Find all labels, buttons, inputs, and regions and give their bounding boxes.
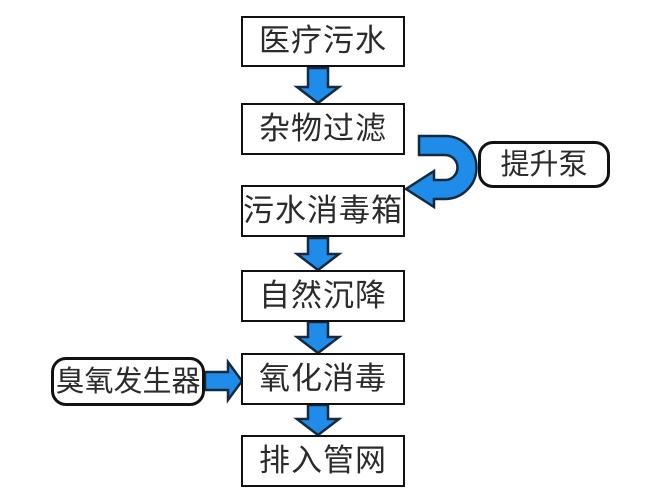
flow-node-label: 污水消毒箱 xyxy=(243,192,403,229)
flow-node-natural-settling: 自然沉降 xyxy=(241,270,405,322)
flow-node-oxidation-disinfect: 氧化消毒 xyxy=(241,353,405,405)
flow-node-label: 排入管网 xyxy=(259,442,387,479)
down-arrow-icon-2 xyxy=(293,236,343,272)
flow-node-label: 臭氧发生器 xyxy=(55,364,201,398)
flow-node-lift-pump: 提升泵 xyxy=(478,141,610,188)
flow-node-label: 氧化消毒 xyxy=(259,360,387,397)
flow-node-discharge-pipe-network: 排入管网 xyxy=(241,435,405,487)
flow-node-label: 医疗污水 xyxy=(259,23,387,59)
flow-node-medical-sewage: 医疗污水 xyxy=(241,16,405,67)
flow-node-ozone-generator: 臭氧发生器 xyxy=(51,357,205,406)
down-arrow-icon-3 xyxy=(293,320,343,355)
down-arrow-icon-4 xyxy=(293,403,343,437)
u-turn-arrow-icon xyxy=(403,134,478,210)
flow-node-label: 自然沉降 xyxy=(259,277,387,314)
flow-node-debris-filtration: 杂物过滤 xyxy=(241,103,405,155)
right-arrow-icon xyxy=(203,358,244,404)
flow-node-label: 杂物过滤 xyxy=(259,110,387,147)
flow-node-sewage-disinfect-tank: 污水消毒箱 xyxy=(241,185,405,237)
down-arrow-icon-1 xyxy=(293,66,343,105)
flow-node-label: 提升泵 xyxy=(500,147,588,181)
